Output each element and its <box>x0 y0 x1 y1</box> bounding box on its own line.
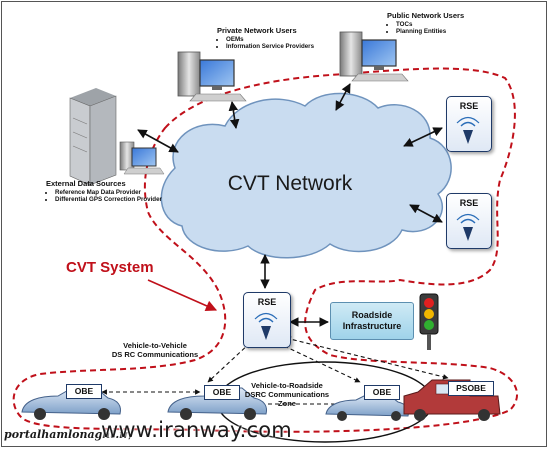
list-item: OEMs <box>226 36 314 43</box>
arrow-private-users <box>228 101 240 129</box>
external-sources-heading: External Data Sources <box>46 179 126 188</box>
v2r-line-3: Zone <box>278 399 296 408</box>
watermark: portalhamlonaght.ir/ www.iranway.com <box>0 416 550 450</box>
cvt-network-label: CVT Network <box>227 172 353 195</box>
roadside-infrastructure-box: Roadside Infrastructure <box>330 302 414 340</box>
list-item: Planning Entities <box>396 28 464 35</box>
cvt-system-label: CVT System <box>66 259 154 276</box>
external-sources-server-icon <box>69 88 165 186</box>
car-middle-icon <box>167 387 267 420</box>
watermark-left: portalhamlonaght.ir/ <box>4 428 134 441</box>
rse-label: RSE <box>257 297 277 307</box>
v2v-line-1: Vehicle-to-Vehicle <box>123 341 187 350</box>
rse-box-center: RSE <box>243 292 291 348</box>
rse-label: RSE <box>459 198 479 208</box>
cvt-network-cloud <box>160 92 452 259</box>
arrow-rse-mid <box>409 204 443 223</box>
public-users-label: Public Network Users TOCs Planning Entit… <box>387 11 465 35</box>
public-users-computer-icon <box>339 31 409 82</box>
v2r-label: Vehicle-to-Roadside DSRC Communications … <box>232 381 342 408</box>
obe-tag-middle: OBE <box>204 385 240 400</box>
v2v-label: Vehicle-to-Vehicle DS RC Communications <box>90 341 220 359</box>
arrow-rse-top <box>403 127 443 147</box>
private-users-computer-icon <box>177 51 247 102</box>
external-sources-label: External Data Sources Reference Map Data… <box>46 179 162 203</box>
rse-box-mid: RSE <box>446 193 492 249</box>
list-item: TOCs <box>396 21 464 28</box>
cvt-system-boundary <box>12 67 519 433</box>
watermark-right: www.iranway.com <box>101 418 292 442</box>
traffic-light-icon <box>419 293 439 350</box>
external-sources-list: Reference Map Data Provider Differential… <box>46 189 162 203</box>
private-users-heading: Private Network Users <box>217 26 297 35</box>
private-users-label: Private Network Users OEMs Information S… <box>217 26 314 50</box>
list-item: Reference Map Data Provider <box>55 189 162 196</box>
list-item: Information Service Providers <box>226 43 314 50</box>
roadside-infrastructure-label: Roadside Infrastructure <box>342 310 402 331</box>
rse-box-top: RSE <box>446 96 492 152</box>
arrow-external-sources <box>137 129 179 153</box>
private-users-list: OEMs Information Service Providers <box>217 36 314 50</box>
link-rse-obe-left <box>207 342 251 383</box>
v2r-line-1: Vehicle-to-Roadside <box>251 381 323 390</box>
obe-tag-right: OBE <box>364 385 400 400</box>
obe-tag-left: OBE <box>66 384 102 399</box>
public-users-list: TOCs Planning Entities <box>387 21 464 35</box>
arrow-public-users <box>335 83 351 111</box>
psobe-tag: PSOBE <box>448 381 494 396</box>
v2r-line-2: DSRC Communications <box>244 390 330 399</box>
rse-label: RSE <box>459 101 479 111</box>
v2v-line-2: DS RC Communications <box>111 350 199 359</box>
arrow-system-label <box>147 279 218 312</box>
list-item: Differential GPS Correction Provider <box>55 196 162 203</box>
public-users-heading: Public Network Users <box>387 11 465 20</box>
